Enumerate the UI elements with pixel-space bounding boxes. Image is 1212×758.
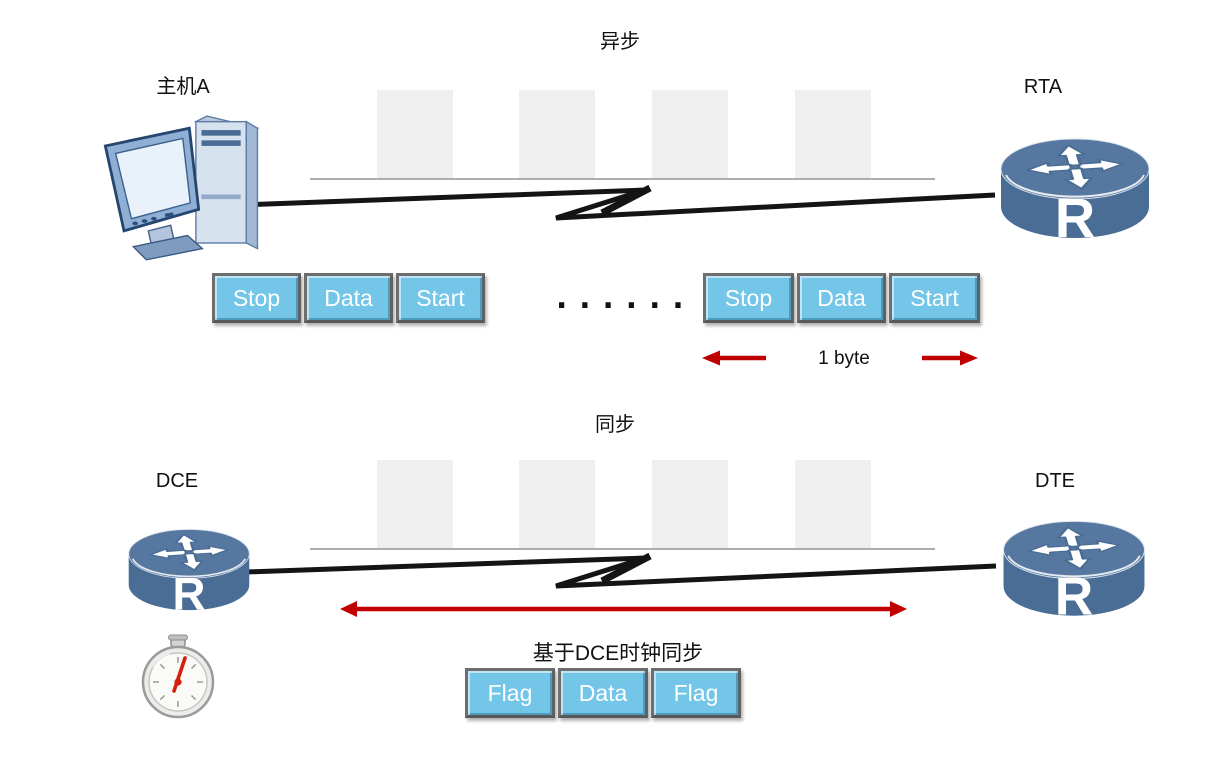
clock-pulse-rect [519,460,595,550]
rta-label: RTA [1023,76,1063,98]
frame-label: Flag [487,679,533,706]
clock-pulse-rect [377,460,453,550]
dte-label: DTE [1035,470,1075,492]
clock-pulse-rect [795,460,871,550]
clock-pulse-rect [652,460,728,550]
clock-pulse-rect [795,90,871,180]
frame-label: Flag [673,679,719,706]
router-icon: R [1003,520,1145,627]
router-letter: R [173,568,206,619]
byte-width-label: 1 byte [818,348,870,369]
frame-box-stop: Stop [212,273,301,323]
frame-label: Stop [724,284,773,311]
frame-label: Start [416,284,465,311]
frame-label: Data [578,679,628,706]
host-a-label: 主机A [156,76,210,98]
router-icon: R [1000,138,1150,249]
frame-box-flag: Flag [465,668,555,718]
lightning-link-icon [239,184,996,221]
frame-box-data: Data [558,668,648,718]
frame-box-start: Start [396,273,485,323]
router-letter: R [1055,186,1095,249]
stopwatch-icon [141,634,215,719]
signal-baseline [310,178,935,180]
frame-box-data: Data [797,273,886,323]
lightning-link-icon [245,552,997,589]
frame-label: Data [817,284,866,311]
frame-label: Data [324,284,373,311]
frame-label: Stop [232,284,281,311]
clock-pulse-rect [652,90,728,180]
frame-box-start: Start [889,273,980,323]
clock-sync-double-arrow-icon [340,601,907,617]
sync-title: 同步 [595,414,635,436]
frame-group-async-left: Stop Data Start [212,273,485,323]
frame-label: Start [910,284,959,311]
signal-baseline [310,548,935,550]
dce-label: DCE [155,470,199,492]
async-title: 异步 [600,31,640,53]
byte-right-arrow-icon [922,350,978,366]
frame-group-sync: Flag Data Flag [465,668,741,718]
frame-box-flag: Flag [651,668,741,718]
clock-pulse-rect [519,90,595,180]
clock-pulse-rect [377,90,453,180]
frame-group-async-right: Stop Data Start [703,273,980,323]
frame-box-data: Data [304,273,393,323]
frame-box-stop: Stop [703,273,794,323]
clock-sync-label: 基于DCE时钟同步 [532,642,704,665]
byte-left-arrow-icon [702,350,766,366]
ellipsis-dots: ...... [552,278,692,316]
desktop-computer-icon [103,115,260,261]
router-letter: R [1055,568,1094,627]
router-icon: R [128,529,250,619]
